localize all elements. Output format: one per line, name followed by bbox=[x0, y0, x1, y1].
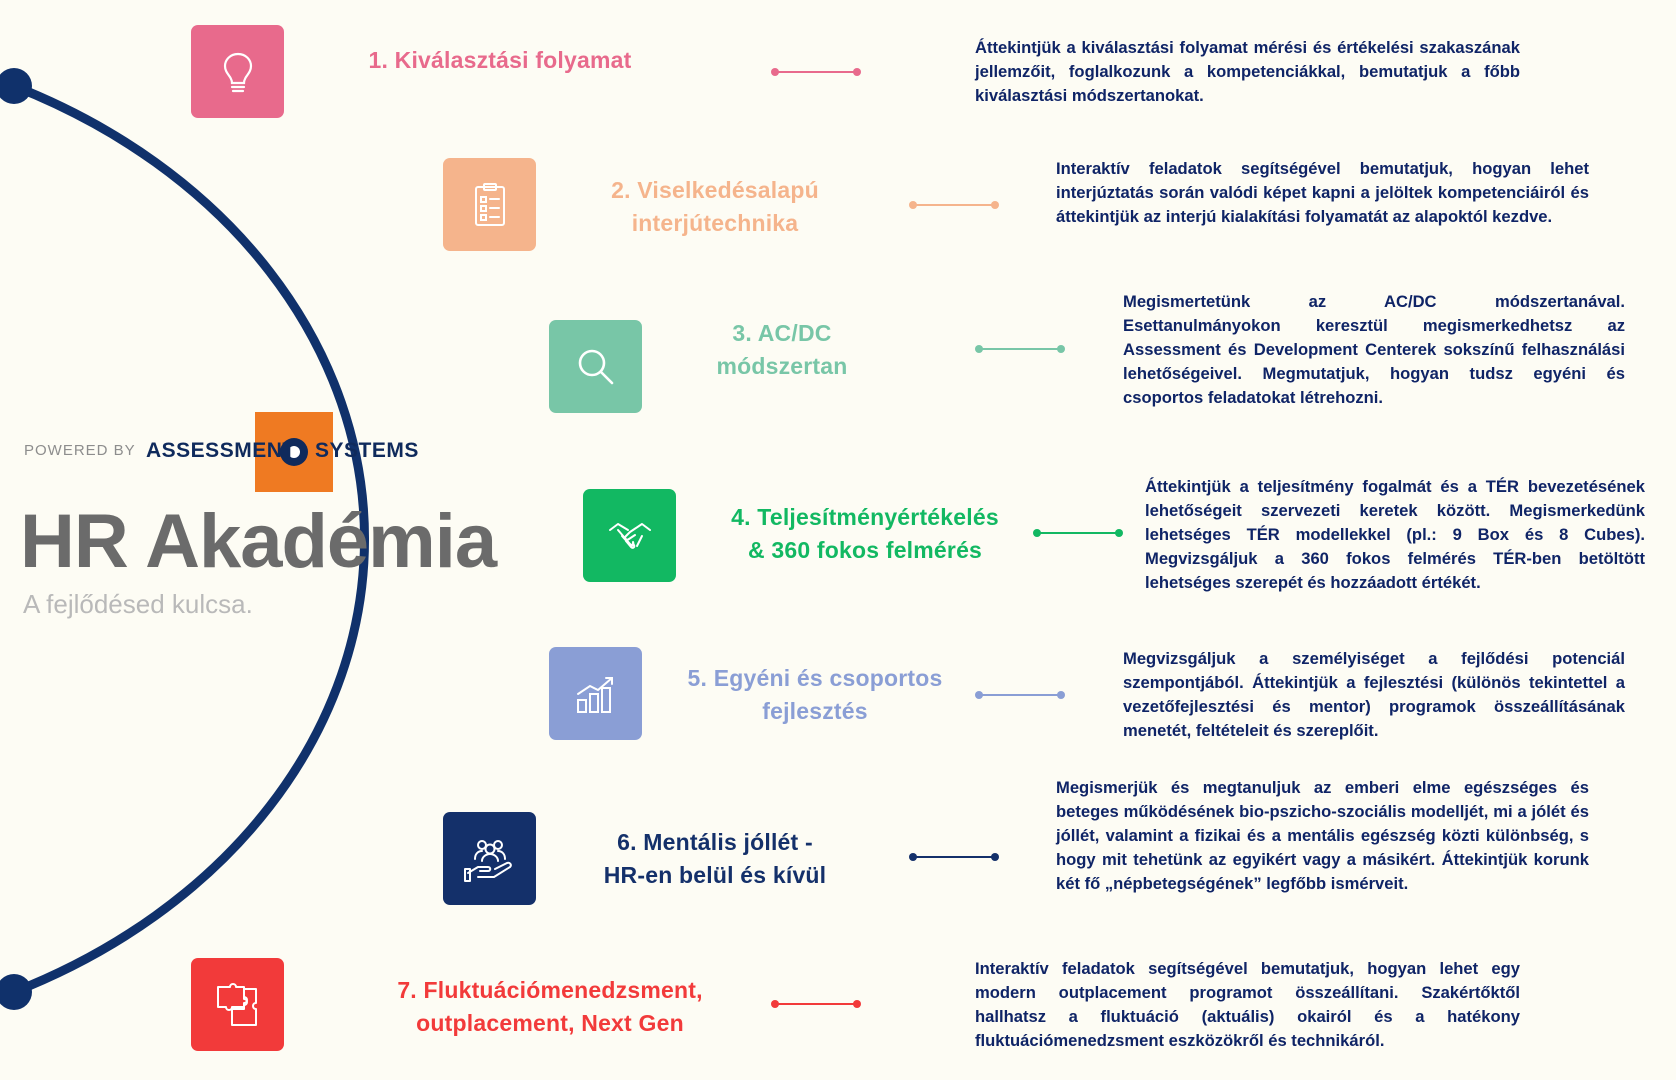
module-5-title-line-2: fejlesztés bbox=[762, 698, 868, 724]
module-6-icon-box bbox=[443, 812, 536, 905]
module-2-description: Interaktív feladatok segítségével bemuta… bbox=[1056, 159, 1589, 226]
module-4-title: 4. Teljesítményértékelés & 360 fokos fel… bbox=[695, 501, 1035, 567]
module-1-connector bbox=[771, 68, 861, 76]
page-title: HR Akadémia bbox=[20, 499, 497, 584]
module-5-title: 5. Egyéni és csoportos fejlesztés bbox=[665, 662, 965, 728]
module-2-connector bbox=[909, 201, 999, 209]
module-3-icon-box bbox=[549, 320, 642, 413]
people-in-hand-icon bbox=[463, 839, 512, 882]
module-5-icon-box bbox=[549, 647, 642, 740]
module-2-icon-box bbox=[443, 158, 536, 251]
magnifier-icon bbox=[578, 349, 613, 384]
logo-brand-left: ASSESSMENT bbox=[146, 439, 296, 462]
logo-eye-icon bbox=[280, 438, 308, 466]
arc-start-dot bbox=[0, 68, 32, 104]
module-4-title-line-1: 4. Teljesítményértékelés bbox=[731, 504, 999, 530]
tagline: A fejlődésed kulcsa. bbox=[23, 589, 253, 619]
arc-end-dot bbox=[0, 974, 32, 1010]
module-6-title-line-1: 6. Mentális jóllét - bbox=[617, 829, 813, 855]
growth-chart-icon bbox=[576, 676, 613, 713]
module-1-title: 1. Kiválasztási folyamat bbox=[330, 44, 670, 77]
module-3-connector bbox=[975, 345, 1065, 353]
lightbulb-icon bbox=[223, 52, 252, 92]
module-5-connector bbox=[975, 691, 1065, 699]
module-3-description: Megismertetünk az AC/DC módszertanával. … bbox=[1123, 292, 1625, 407]
module-3-title-line-2: módszertan bbox=[716, 353, 848, 379]
module-6-connector bbox=[909, 853, 999, 861]
module-4-description: Áttekintjük a teljesítmény fogalmát és a… bbox=[1145, 477, 1645, 592]
logo-brand-right: SYSTEMS bbox=[315, 439, 419, 462]
module-3-title: 3. AC/DC módszertan bbox=[672, 317, 892, 383]
module-1-title-line-1: 1. Kiválasztási folyamat bbox=[368, 47, 632, 73]
clipboard-checklist-icon bbox=[474, 182, 505, 226]
module-4-title-line-2: & 360 fokos felmérés bbox=[747, 537, 983, 563]
module-7-connector bbox=[771, 1000, 861, 1008]
module-5-title-line-1: 5. Egyéni és csoportos bbox=[687, 665, 943, 691]
module-7-icon-box bbox=[191, 958, 284, 1051]
module-1-icon-box bbox=[191, 25, 284, 118]
module-6-title: 6. Mentális jóllét - HR-en belül és kívü… bbox=[565, 826, 865, 892]
puzzle-icon bbox=[216, 982, 257, 1026]
module-4-connector bbox=[1033, 529, 1123, 537]
module-7-title-line-1: 7. Fluktuációmenedzsment, bbox=[397, 977, 703, 1003]
module-7-title: 7. Fluktuációmenedzsment, outplacement, … bbox=[360, 974, 740, 1040]
powered-by-label: POWERED BY bbox=[24, 442, 136, 459]
handshake-icon bbox=[608, 522, 651, 549]
module-1-description: Áttekintjük a kiválasztási folyamat méré… bbox=[975, 38, 1520, 105]
module-2-title-line-2: interjútechnika bbox=[631, 210, 799, 236]
module-6-title-line-2: HR-en belül és kívül bbox=[603, 862, 827, 888]
module-3-title-line-1: 3. AC/DC bbox=[732, 320, 832, 346]
module-2-title: 2. Viselkedésalapú interjútechnika bbox=[575, 174, 855, 240]
module-7-title-line-2: outplacement, Next Gen bbox=[416, 1010, 684, 1036]
module-5-description: Megvizsgáljuk a személyiséget a fejlődés… bbox=[1123, 649, 1625, 740]
module-4-icon-box bbox=[583, 489, 676, 582]
module-2-title-line-1: 2. Viselkedésalapú bbox=[611, 177, 819, 203]
module-6-description: Megismerjük és megtanuljuk az emberi elm… bbox=[1056, 778, 1589, 893]
module-7-description: Interaktív feladatok segítségével bemuta… bbox=[975, 959, 1520, 1050]
